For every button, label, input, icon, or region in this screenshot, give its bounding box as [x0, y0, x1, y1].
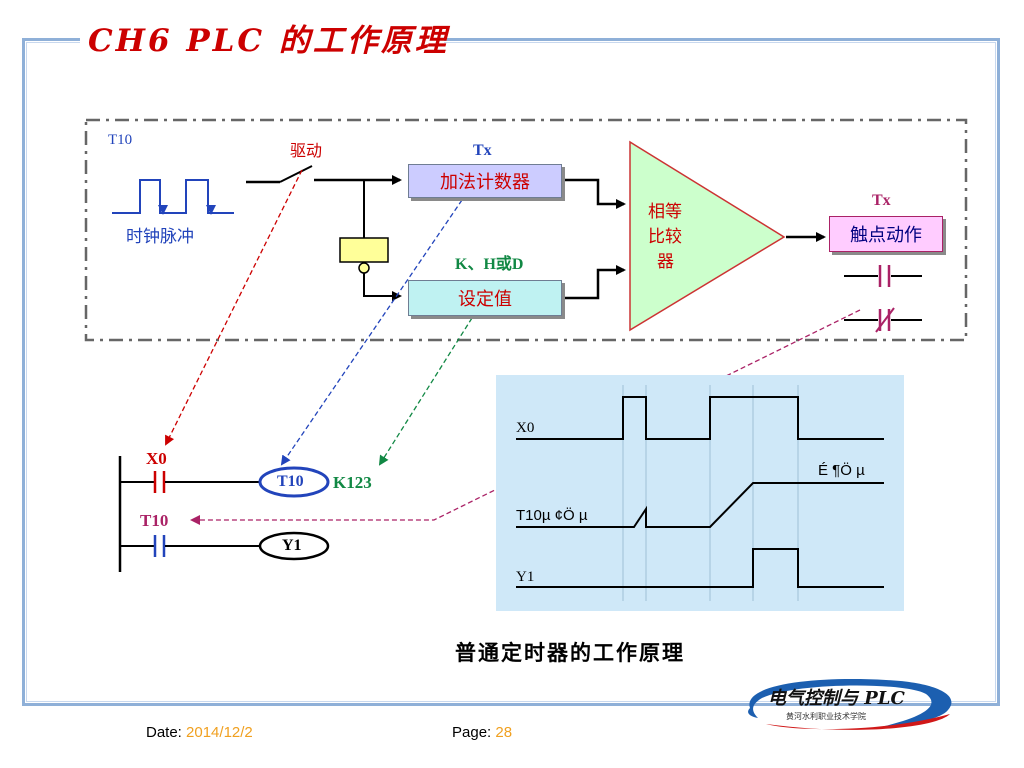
- x0-contact-label: X0: [146, 449, 167, 468]
- drive-to-x0-arrow: [165, 169, 303, 446]
- contact-action-box: 触点动作: [829, 216, 943, 252]
- footer-page-label: Page:: [452, 724, 492, 741]
- timing-x0-label: X0: [516, 420, 535, 436]
- adder-counter-box: 加法计数器: [408, 164, 562, 198]
- contact-to-ladder-arrow: [190, 309, 861, 525]
- timing-diagram-panel: X0 T10µ ¢Ö µ É ¶Ö µ Y1: [496, 375, 904, 611]
- course-logo: 电气控制与 PLC 黄河水利职业技术学院: [736, 674, 958, 734]
- timing-y1-label: Y1: [516, 569, 535, 585]
- preset-to-k123-arrow: [378, 317, 473, 466]
- footer-date-label: Date:: [146, 724, 182, 741]
- preset-to-comparator-wire: [564, 265, 626, 300]
- kh-label: K、H或D: [455, 256, 524, 273]
- comparator-triangle: [629, 140, 786, 332]
- tx-top-label: Tx: [473, 142, 492, 159]
- comparator-label-1: 相等: [648, 202, 682, 222]
- clock-pulse-waveform: [112, 179, 234, 214]
- reset-inverter: [358, 262, 370, 274]
- y1-coil-label: Y1: [282, 537, 302, 554]
- footer-page-value: 28: [495, 724, 513, 741]
- tx-right-label: Tx: [872, 192, 891, 209]
- logo-main-text: 电气控制与 PLC: [768, 688, 905, 709]
- timer-block-border: [84, 118, 968, 342]
- diagram-caption: 普通定时器的工作原理: [455, 640, 685, 665]
- preset-value-box: 设定值: [408, 280, 562, 316]
- y1-waveform: [516, 548, 884, 588]
- timing-t10-label: T10µ ¢Ö µ: [516, 507, 588, 524]
- adder-to-comparator-wire: [564, 178, 626, 209]
- t10-current-waveform: [516, 482, 884, 528]
- footer-date-value: 2014/12/2: [186, 724, 253, 741]
- logo-swoosh: [748, 679, 952, 730]
- clock-pulse-label: 时钟脉冲: [126, 227, 194, 247]
- y1-coil-ellipse: [258, 531, 330, 561]
- reset-block: [339, 237, 389, 263]
- wire-to-preset: [363, 273, 402, 301]
- logo-sub-text: 黄河水利职业技术学院: [786, 712, 866, 721]
- timing-preset-label: É ¶Ö µ: [818, 462, 865, 479]
- nc-contact-slash: [875, 307, 895, 333]
- t10-contact-label: T10: [140, 511, 169, 530]
- drive-switch-blade: [279, 165, 313, 183]
- x0-waveform: [516, 396, 884, 440]
- slide-title: CH6 PLC 的工作原理: [88, 23, 449, 59]
- comparator-label-2: 比较: [648, 227, 682, 247]
- adder-to-t10-arrow: [280, 199, 463, 466]
- timing-diagram-canvas: [516, 385, 884, 601]
- footer-date: Date: 2014/12/2: [146, 724, 253, 741]
- k123-label: K123: [333, 473, 372, 492]
- comparator-label-3: 器: [657, 252, 674, 272]
- t10-block-label: T10: [108, 132, 133, 148]
- t10-coil-ellipse: [258, 466, 330, 498]
- drive-label: 驱动: [290, 141, 323, 160]
- t10-coil-label: T10: [277, 473, 304, 490]
- title-mask: [80, 26, 444, 56]
- footer-page: Page: 28: [452, 724, 512, 741]
